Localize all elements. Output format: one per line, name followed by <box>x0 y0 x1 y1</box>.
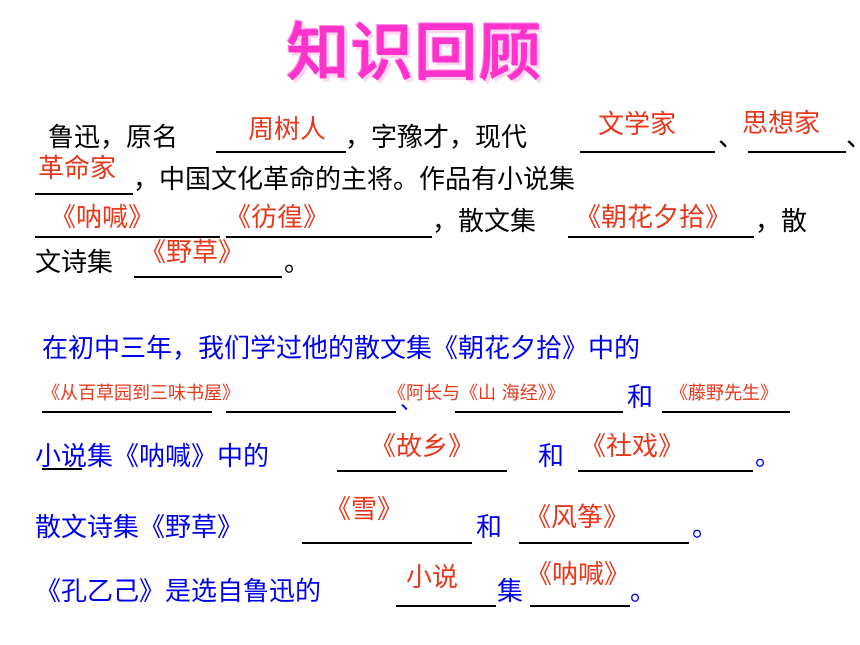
blank-essay-1 <box>42 411 212 413</box>
p2-comma: 、 <box>400 390 423 415</box>
p2-line4-and: 和 <box>476 513 503 543</box>
answer-original-name: 周树人 <box>248 115 327 145</box>
p2-line3-and: 和 <box>538 442 565 472</box>
p2-line4-start: 散文诗集《野草》 <box>35 513 244 543</box>
blank-story-1 <box>337 470 507 472</box>
blank-genre <box>396 605 496 607</box>
blank-prose <box>568 236 754 238</box>
answer-prose: 《朝花夕拾》 <box>575 203 732 233</box>
p2-line1: 在初中三年，我们学过他的散文集《朝花夕拾》中的 <box>42 334 641 364</box>
p1-line1-start: 鲁迅，原名 <box>48 123 179 153</box>
page-title: 知识回顾 <box>287 16 544 89</box>
answer-story-1: 《故乡》 <box>370 432 475 462</box>
answer-novel-1: 《呐喊》 <box>50 203 155 233</box>
answer-essay-3: 《藤野先生》 <box>670 383 778 404</box>
blank-essay-3 <box>455 411 623 413</box>
p1-line3-end: ，散 <box>755 207 808 237</box>
blank-essay-4 <box>662 411 790 413</box>
blank-title-3 <box>35 193 133 195</box>
blank-book <box>530 605 630 607</box>
blank-novel-2 <box>226 236 432 238</box>
blank-essay-2 <box>226 411 396 413</box>
answer-poem-2: 《风筝》 <box>525 503 630 533</box>
blank-poem-1 <box>302 542 472 544</box>
answer-poem-1: 《雪》 <box>325 495 404 525</box>
blank-story-2 <box>578 470 753 472</box>
answer-genre: 小说 <box>406 563 459 593</box>
p1-line1-mid: ，字豫才，现代 <box>345 123 528 153</box>
p2-line3-end: 。 <box>755 442 782 472</box>
p1-line3-mid: ，散文集 <box>432 207 537 237</box>
answer-title-2: 思想家 <box>742 109 821 139</box>
p1-line2: ，中国文化革命的主将。作品有小说集 <box>133 165 576 195</box>
p2-line2-and: 和 <box>627 383 654 413</box>
p1-separator-2: 、 <box>846 125 860 151</box>
p1-line4-start: 文诗集 <box>35 248 114 278</box>
answer-book: 《呐喊》 <box>526 560 631 590</box>
strike-mark <box>42 468 82 470</box>
blank-title-1 <box>580 151 715 153</box>
blank-poem-2 <box>519 542 689 544</box>
blank-poem <box>134 276 282 278</box>
answer-essay-1: 《从百草园到三味书屋》 <box>42 383 240 404</box>
blank-original-name <box>216 151 346 153</box>
answer-essay-2: 《阿长与《山 海经》》 <box>388 383 565 404</box>
answer-poem: 《野草》 <box>140 238 245 268</box>
blank-novel-1 <box>35 236 220 238</box>
blank-title-2 <box>748 151 846 153</box>
answer-story-2: 《社戏》 <box>580 432 685 462</box>
p1-separator-1: 、 <box>718 123 745 153</box>
answer-title-3: 革命家 <box>38 154 117 184</box>
p2-line5-end: 。 <box>630 577 657 607</box>
p2-line5-mid: 集 <box>497 577 524 607</box>
answer-title-1: 文学家 <box>598 110 677 140</box>
p2-line5-start: 《孔乙己》是选自鲁迅的 <box>35 577 322 607</box>
p2-line4-end: 。 <box>692 513 719 543</box>
p1-line4-end: 。 <box>284 248 311 278</box>
answer-novel-2: 《彷徨》 <box>225 203 330 233</box>
p2-line3-start: 小说集《呐喊》中的 <box>35 442 270 472</box>
